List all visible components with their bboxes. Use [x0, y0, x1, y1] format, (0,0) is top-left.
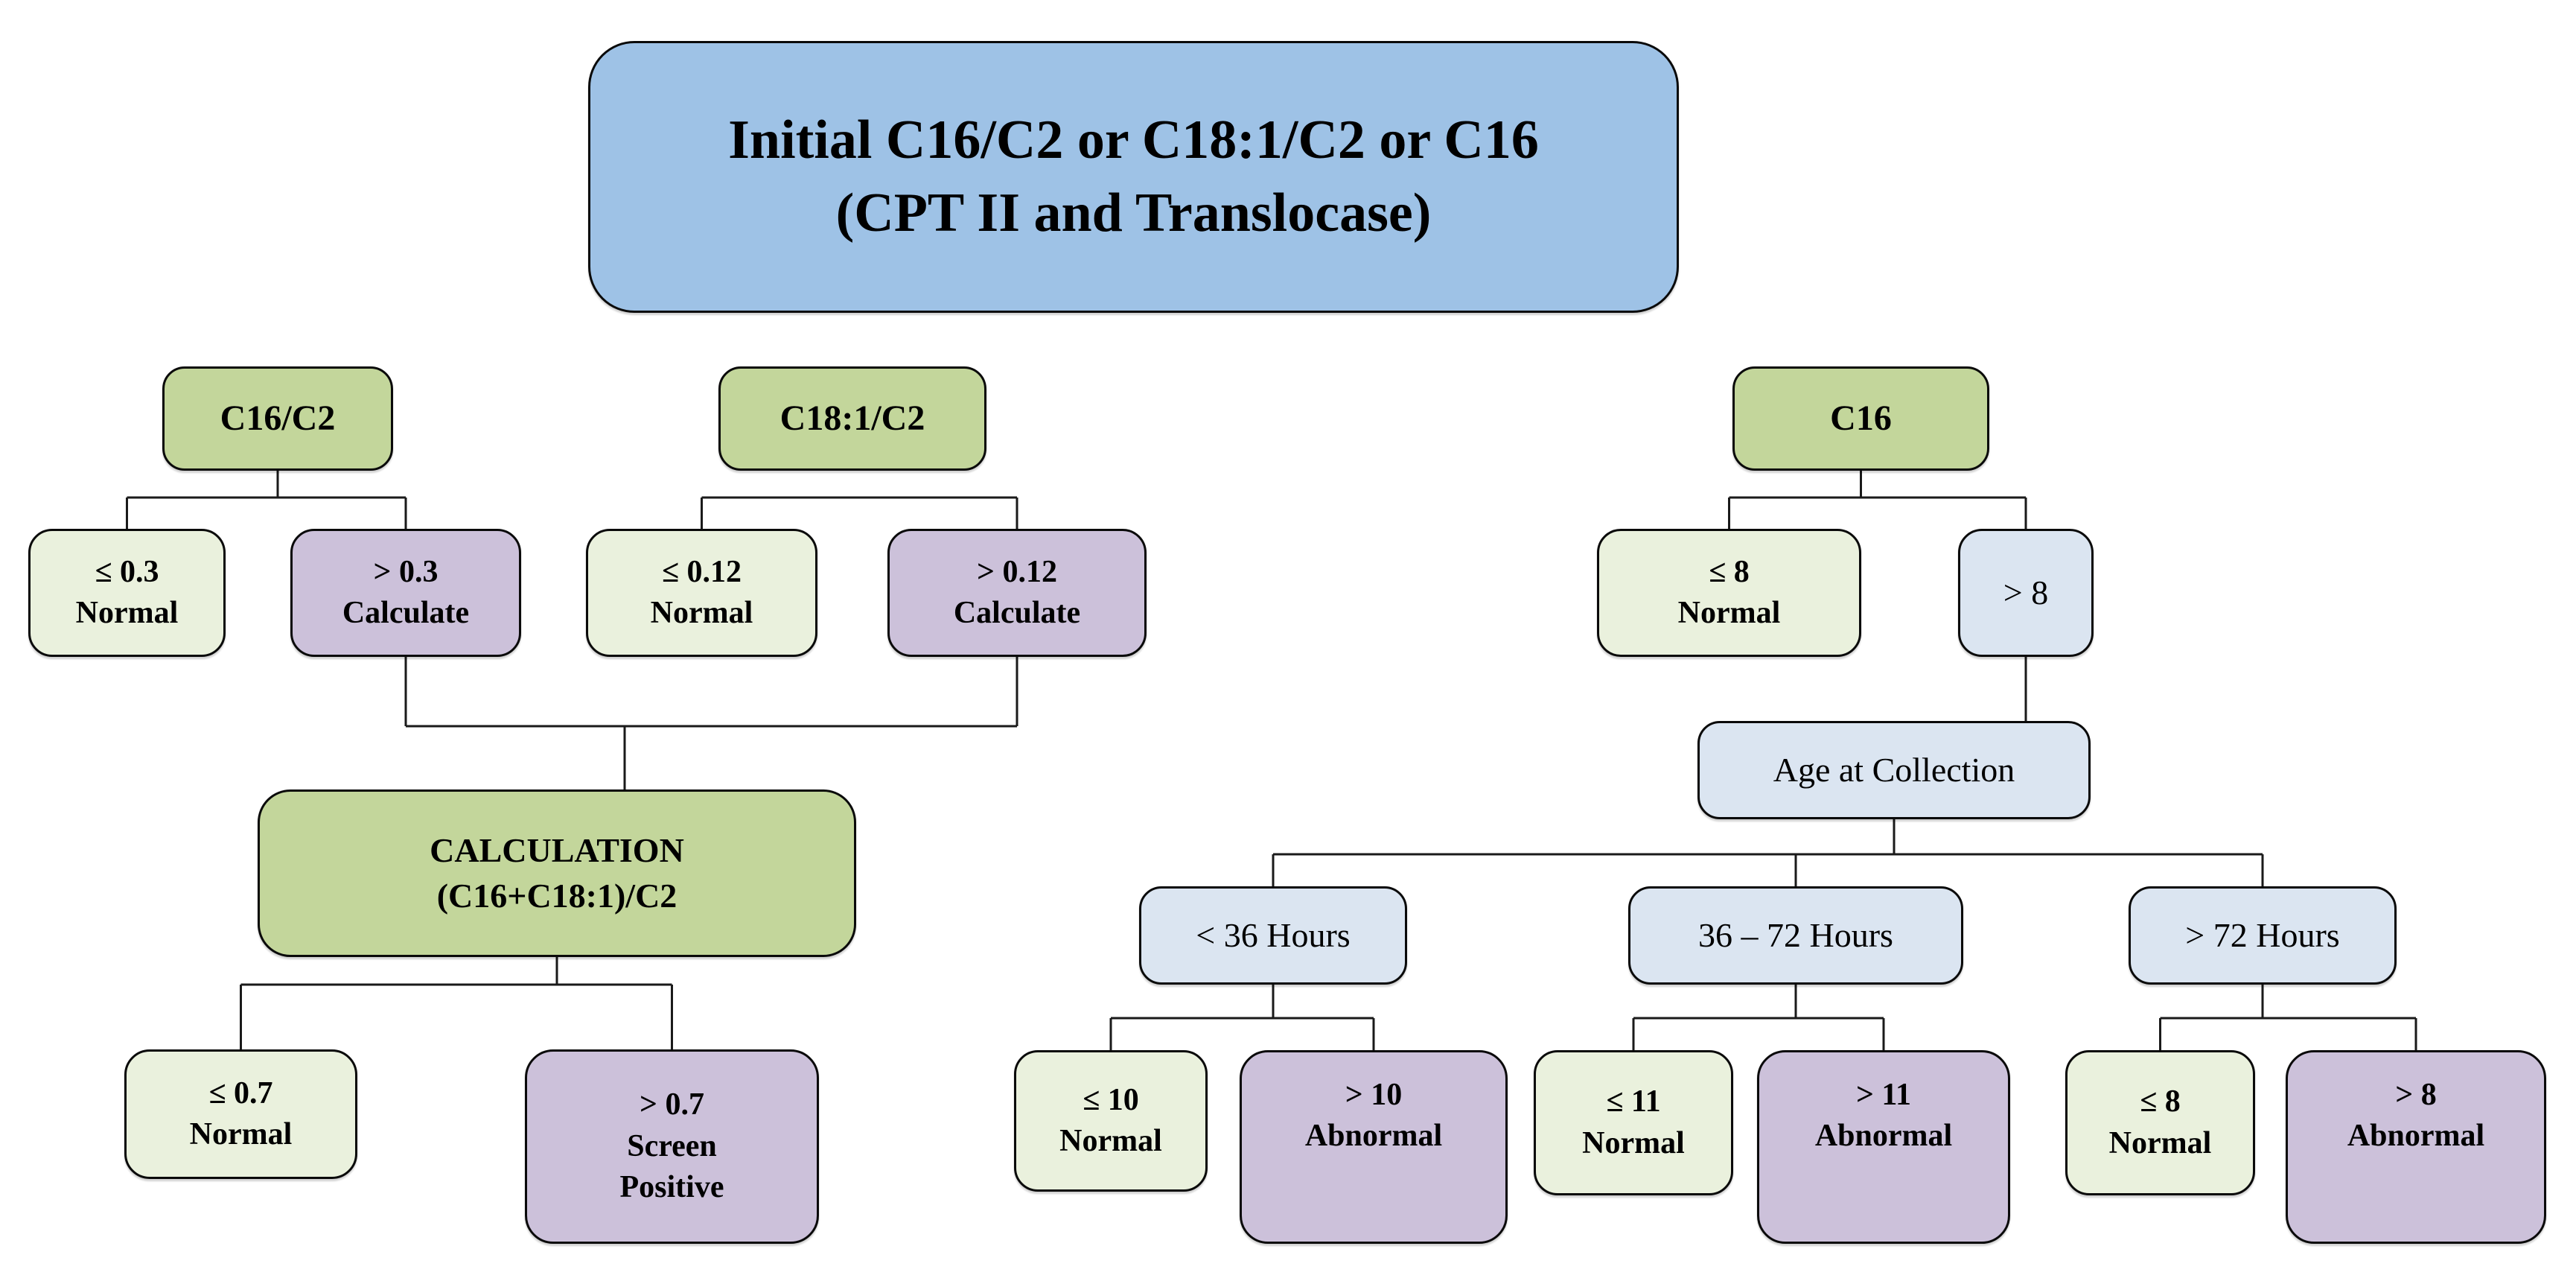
flow-node-le8a: ≤ 8 Normal	[1597, 529, 1861, 657]
flow-node-label: > 0.3	[373, 554, 439, 589]
flow-node-label: Abnormal	[1814, 1119, 1953, 1154]
flow-node-le11: ≤ 11 Normal	[1534, 1050, 1733, 1195]
flow-node-label: ≤ 0.7	[208, 1075, 273, 1110]
flow-node-age: Age at Collection	[1697, 721, 2091, 819]
flow-node-label: ≤ 0.12	[661, 554, 742, 589]
flow-node-label: Screen	[627, 1128, 717, 1163]
flow-node-h3672: 36 – 72 Hours	[1628, 886, 1963, 985]
flow-node-label: ≤ 8	[1709, 554, 1750, 589]
flow-node-label: Calculate	[342, 596, 470, 630]
flow-node-label: Normal	[1059, 1124, 1162, 1158]
flow-node-gt8: > 8	[1958, 529, 2094, 657]
flow-node-label: C16/C2	[220, 398, 336, 439]
flow-node-title: Initial C16/C2 or C18:1/C2 or C16 (CPT II…	[588, 41, 1679, 313]
flow-node-le8b: ≤ 8 Normal	[2065, 1050, 2255, 1195]
flow-node-label: Calculate	[953, 596, 1081, 630]
flow-node-label: Normal	[75, 596, 179, 630]
flow-node-gt10: > 10 Abnormal	[1240, 1050, 1508, 1244]
flow-node-gt72: > 72 Hours	[2129, 886, 2397, 985]
flow-node-gt11: > 11 Abnormal	[1757, 1050, 2010, 1244]
flow-node-label: Normal	[2108, 1125, 2212, 1160]
flow-node-label: > 0.7	[640, 1087, 704, 1122]
flow-node-label: Initial C16/C2 or C18:1/C2 or C16	[728, 109, 1539, 171]
flow-node-label: (CPT II and Translocase)	[835, 182, 1432, 244]
flow-node-label: ≤ 8	[2140, 1084, 2181, 1119]
flow-node-label: Positive	[619, 1170, 724, 1205]
flow-node-c16: C16	[1732, 366, 1989, 471]
flow-node-c181c2: C18:1/C2	[718, 366, 986, 471]
flow-node-label: Normal	[1677, 596, 1781, 630]
flow-node-label: ≤ 11	[1606, 1084, 1661, 1119]
flow-node-lt36: < 36 Hours	[1139, 886, 1407, 985]
flow-node-c16c2: C16/C2	[162, 366, 393, 471]
flow-node-calc: CALCULATION (C16+C18:1)/C2	[258, 789, 856, 957]
flow-node-label: CALCULATION	[430, 830, 684, 869]
flow-node-label: > 0.12	[977, 554, 1057, 589]
flow-node-label: 36 – 72 Hours	[1698, 915, 1893, 954]
flow-node-label: Normal	[1582, 1125, 1685, 1160]
flow-node-label: C16	[1830, 398, 1892, 439]
flow-node-label: > 8	[2395, 1078, 2437, 1112]
flow-node-label: ≤ 0.3	[95, 554, 159, 589]
flow-node-gt8b: > 8 Abnormal	[2286, 1050, 2546, 1244]
flow-node-label: > 8	[2003, 573, 2049, 611]
flow-node-label: (C16+C18:1)/C2	[436, 876, 678, 915]
flow-node-label: ≤ 10	[1083, 1082, 1139, 1117]
flow-node-label: < 36 Hours	[1196, 915, 1351, 954]
flow-node-label: Abnormal	[1304, 1119, 1443, 1154]
flow-node-label: Normal	[189, 1117, 293, 1151]
flow-node-label: > 10	[1345, 1078, 1403, 1112]
flow-node-label: > 11	[1855, 1078, 1912, 1112]
flow-node-le10: ≤ 10 Normal	[1014, 1050, 1208, 1192]
flow-node-label: > 72 Hours	[2185, 915, 2340, 954]
flow-node-label: Age at Collection	[1773, 750, 2015, 789]
flow-node-label: C18:1/C2	[780, 398, 925, 439]
flow-node-label: Abnormal	[2347, 1119, 2485, 1154]
flow-node-label: Normal	[650, 596, 753, 630]
